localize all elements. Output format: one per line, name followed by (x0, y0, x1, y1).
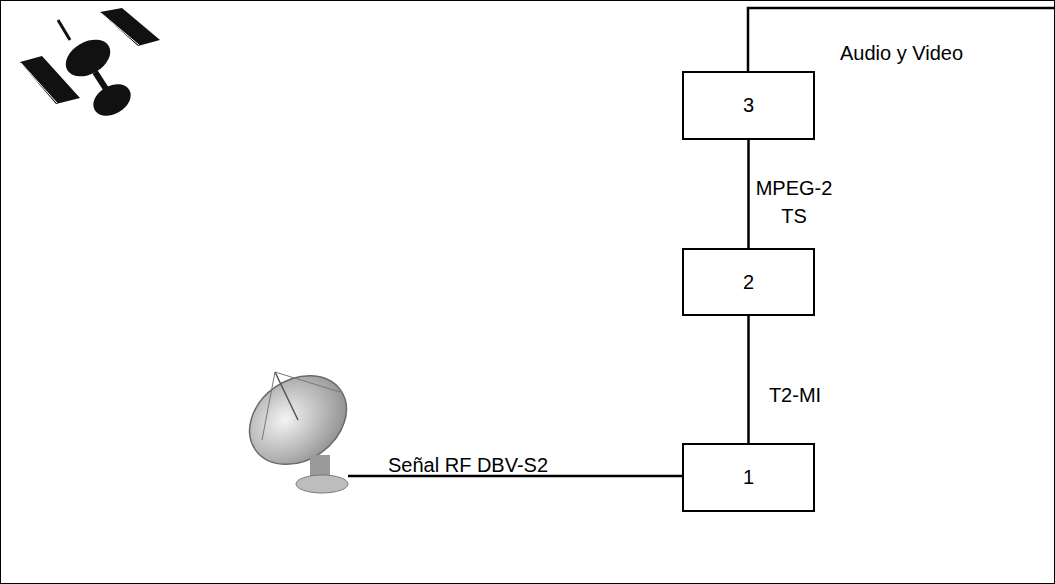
connector-label: MPEG-2 TS (752, 174, 836, 230)
signal-connector (747, 140, 750, 248)
satellite-icon (20, 8, 160, 122)
process-box: 3 (682, 71, 815, 140)
output-wire (748, 8, 1055, 71)
signal-connector (747, 316, 750, 443)
signal-name: Señal RF DBV-S2 (388, 452, 548, 479)
process-box: 1 (682, 443, 815, 512)
connector-label: T2-MI (755, 381, 835, 409)
box-number: 1 (743, 466, 754, 489)
box-number: 2 (743, 271, 754, 294)
dish-antenna (232, 357, 363, 493)
signal-name: Audio y Video (840, 40, 963, 67)
process-box: 2 (682, 248, 815, 316)
box-number: 3 (743, 94, 754, 117)
